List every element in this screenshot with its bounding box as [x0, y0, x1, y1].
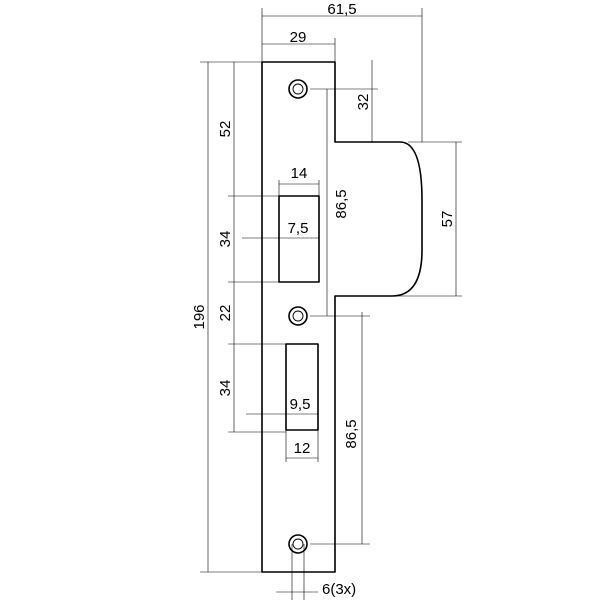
label-latch-to-screw: 22	[217, 305, 234, 322]
label-latch-width: 14	[291, 165, 308, 182]
label-latch-offset: 7,5	[288, 220, 309, 237]
screw-hole-top	[288, 79, 308, 99]
deadbolt-opening	[285, 343, 319, 431]
dim-plate-width: 29	[262, 29, 336, 62]
label-screw-spacing-lower: 86,5	[343, 419, 360, 448]
label-plate-width: 29	[290, 29, 307, 46]
label-lip-height: 57	[439, 211, 456, 228]
label-hole-diameter: 6(3x)	[322, 581, 356, 598]
label-total-height: 196	[191, 304, 208, 329]
label-top-to-latch: 52	[217, 121, 234, 138]
label-bolt-height: 34	[217, 380, 234, 397]
dim-bolt-width: 12	[285, 430, 319, 462]
label-screw-to-lip: 32	[355, 94, 372, 111]
dim-total-height: 196	[191, 61, 262, 573]
screw-hole-bottom	[288, 534, 308, 554]
label-bolt-width: 12	[294, 440, 311, 457]
dim-latch-width: 14	[278, 165, 320, 196]
screw-hole-middle	[288, 306, 308, 326]
dim-lip-height: 57	[392, 141, 462, 297]
dim-chain-left	[228, 62, 286, 433]
dim-screw-spacing-lower: 86,5	[310, 312, 370, 545]
dim-bolt-offset: 9,5	[246, 396, 318, 415]
label-latch-height: 34	[217, 231, 234, 248]
dim-hole-diameter: 6(3x)	[276, 544, 356, 600]
label-overall-width: 61,5	[327, 1, 356, 18]
dim-screw-spacing-upper: 86,5	[310, 89, 370, 317]
strike-plate-outline	[261, 61, 423, 573]
latch-opening	[278, 195, 320, 283]
dim-screw-to-lip: 32	[310, 60, 378, 142]
label-bolt-offset: 9,5	[290, 396, 311, 413]
label-screw-spacing-upper: 86,5	[333, 189, 350, 218]
dim-overall-width: 61,5	[261, 1, 423, 142]
dim-latch-offset: 7,5	[242, 220, 319, 239]
